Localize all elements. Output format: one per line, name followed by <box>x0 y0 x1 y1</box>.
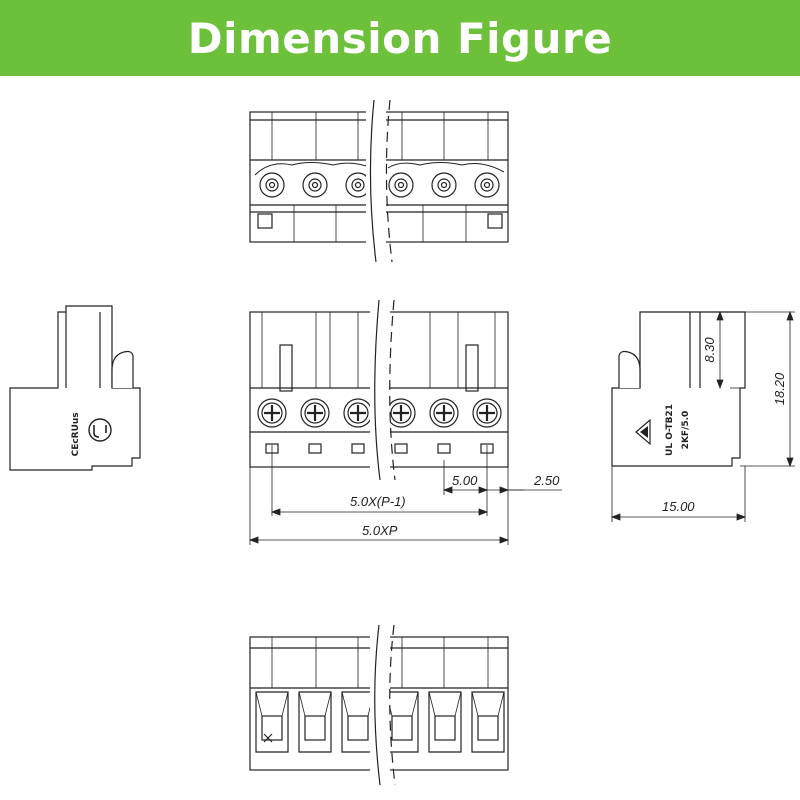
bottom-view <box>249 624 509 786</box>
model-marking: UL O-TB21 <box>665 404 675 456</box>
pitch-dimension-label: 5.00 <box>452 473 478 488</box>
front-view <box>248 299 562 545</box>
ul-cert-mark: cRUus <box>71 412 81 443</box>
top-screw-row <box>259 172 500 198</box>
height-label: 18.20 <box>772 372 787 405</box>
span-dimension-label: 5.0X(P-1) <box>350 494 406 509</box>
front-dimension-lines <box>248 445 562 545</box>
total-dimension-label: 5.0XP <box>362 523 398 538</box>
left-side-view: cRUus CE <box>9 305 141 471</box>
bottom-wire-entries <box>255 691 505 753</box>
front-screw-row <box>257 398 502 428</box>
right-side-view: UL O-TB21 2KF/5.0 8.30 18.20 15.00 <box>610 310 795 522</box>
top-view <box>249 99 509 263</box>
ce-cert-mark: CE <box>71 444 81 457</box>
front-pin-slots <box>265 443 494 454</box>
edge-offset-label: 2.50 <box>533 473 560 488</box>
side-dimension-lines <box>610 310 795 522</box>
header-banner: Dimension Figure <box>0 0 800 76</box>
page-title: Dimension Figure <box>187 13 613 63</box>
depth-label: 15.00 <box>662 499 695 514</box>
variant-marking: 2KF/5.0 <box>681 411 691 450</box>
upper-height-label: 8.30 <box>702 337 717 363</box>
